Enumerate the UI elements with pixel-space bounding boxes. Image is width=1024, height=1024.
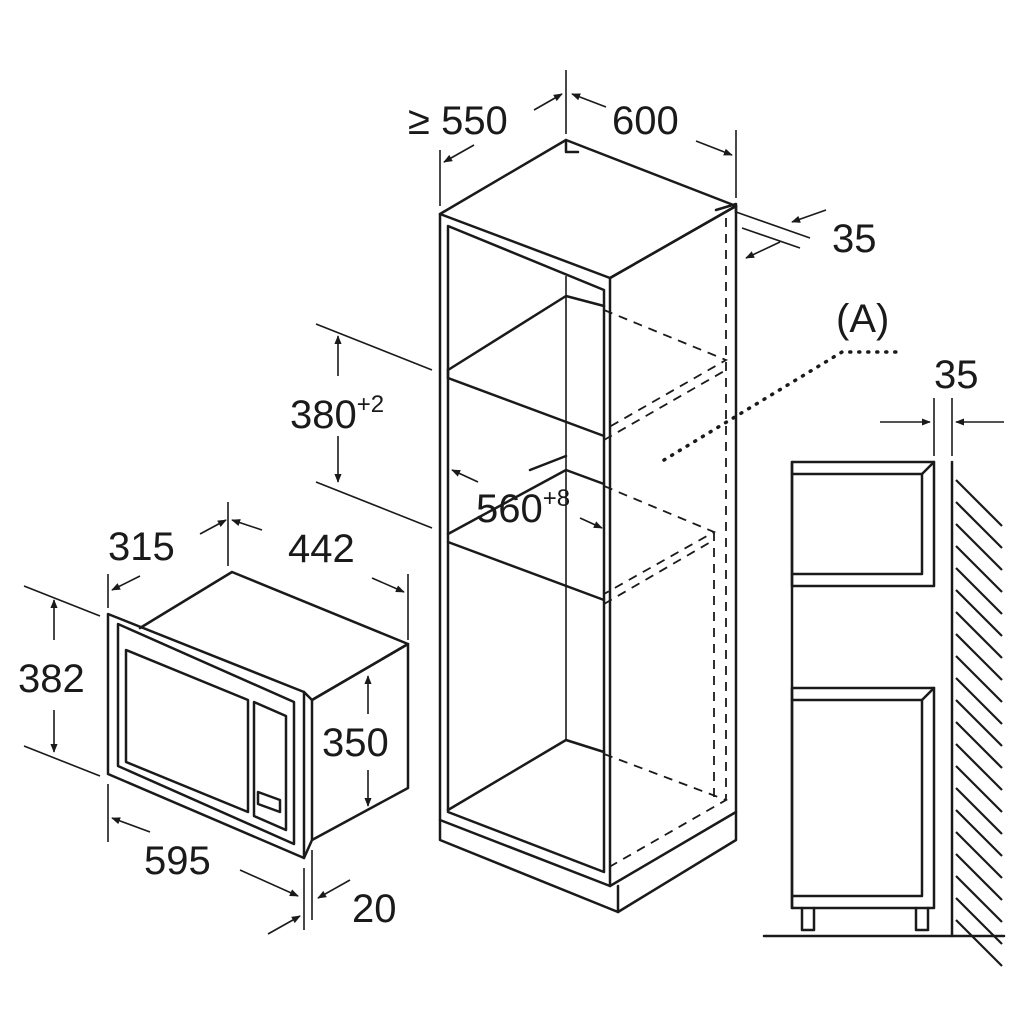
hatch-line (955, 523, 1003, 571)
microwave-depth-label: 315 (108, 525, 175, 569)
hatch-line (955, 611, 1003, 659)
hatch-line (955, 831, 1003, 879)
microwave-frame-depth-label: 20 (352, 887, 397, 931)
hatch-line (955, 501, 1003, 549)
microwave-front-width-label: 595 (144, 839, 211, 883)
microwave-body-height-label: 350 (322, 721, 389, 765)
hatch-line (955, 765, 1003, 813)
niche-height-dimension (315, 323, 433, 529)
hatch-line (955, 633, 1003, 681)
hatch-line (955, 721, 1003, 769)
microwave-frame-depth-dimension (267, 850, 351, 935)
cabinet-panel-dimension (735, 209, 827, 259)
hatch-line (955, 479, 1003, 527)
side-view-gap-label: 35 (934, 353, 979, 397)
niche-width-dimension (451, 469, 603, 529)
wall-hatching (955, 479, 1003, 967)
hatch-line (955, 589, 1003, 637)
hatch-line (955, 567, 1003, 615)
niche-width-label: 560+8 (476, 485, 570, 531)
microwave-depth-dimension (107, 502, 409, 640)
hatch-line (955, 897, 1003, 945)
hatch-line (955, 699, 1003, 747)
hatch-line (955, 853, 1003, 901)
hatch-line (955, 655, 1003, 703)
hatch-line (955, 875, 1003, 923)
tall-cabinet (438, 138, 738, 914)
cabinet-width-label: 600 (612, 99, 679, 143)
hatch-line (955, 677, 1003, 725)
microwave-front-width-dimension (107, 784, 305, 930)
cabinet-depth-dimension (439, 70, 737, 206)
side-view (762, 460, 1006, 967)
callout-leader (662, 350, 902, 462)
niche-height-label: 380+2 (290, 391, 384, 437)
hatch-line (955, 743, 1003, 791)
callout-label: (A) (836, 297, 889, 341)
hatch-line (955, 809, 1003, 857)
cabinet-depth-label: ≥ 550 (408, 99, 508, 143)
microwave-front-height-label: 382 (18, 657, 85, 701)
microwave-width-label: 442 (288, 527, 355, 571)
cabinet-panel-label: 35 (832, 217, 877, 261)
hatch-line (955, 919, 1003, 967)
microwave-unit (106, 570, 410, 860)
side-view-gap-dimension (880, 398, 1004, 456)
microwave-front-height-dimension (23, 585, 101, 777)
hatch-line (955, 787, 1003, 835)
hatch-line (955, 545, 1003, 593)
